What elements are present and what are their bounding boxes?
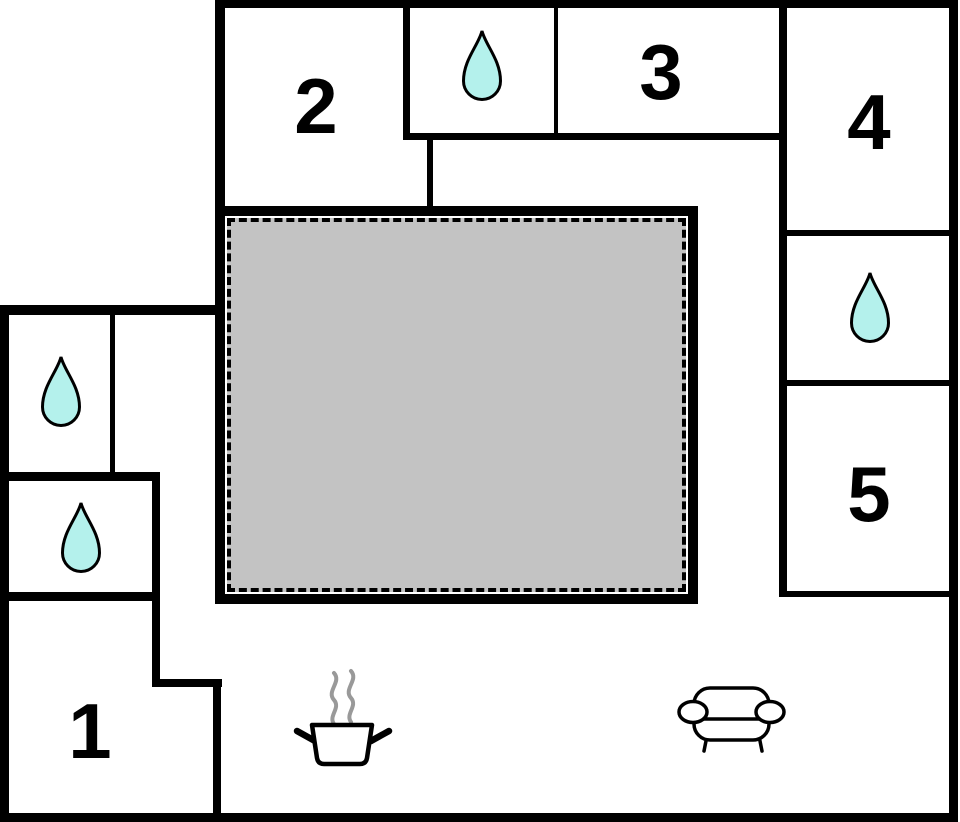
wall-bath-top-left (403, 0, 410, 140)
pot-handle-right (367, 727, 393, 745)
sofa-armrest (754, 699, 786, 725)
water-drop-icon (850, 272, 890, 343)
wall-left-vertical (152, 472, 160, 687)
wall-room5-bottom (787, 591, 949, 597)
wall-left-bath-divider (110, 315, 115, 477)
pot-body (309, 722, 375, 767)
room-label-1: 1 (68, 687, 112, 775)
sofa-icon (677, 686, 786, 753)
wall-left (0, 305, 9, 822)
wall-bottom (0, 813, 958, 822)
wall-right-column-left (779, 0, 787, 597)
wall-room1-step-h (152, 679, 222, 687)
wall-room4-bottom (787, 230, 949, 236)
wall-top (215, 0, 958, 8)
wall-right-bath-bottom (787, 380, 949, 386)
steam-line (346, 669, 356, 724)
terrace (215, 206, 698, 604)
terrace-surface (227, 218, 686, 592)
wall-right (949, 0, 958, 821)
wall-room3-bottom (403, 133, 787, 140)
wall-connector (427, 133, 433, 213)
wall-left-mid (0, 472, 160, 481)
wall-room1-step-v (213, 679, 221, 819)
room-label-5: 5 (847, 450, 891, 538)
room-label-2: 2 (294, 62, 338, 150)
wall-room2-left (215, 0, 225, 216)
water-drop-icon (462, 30, 502, 101)
cooking-pot-icon (293, 669, 393, 767)
water-drop-icon (41, 356, 81, 427)
water-drop-icon (61, 502, 101, 573)
wall-bath-room3-divider (554, 0, 558, 140)
sofa-armrest (677, 699, 709, 725)
steam-line (329, 671, 339, 726)
room-label-3: 3 (639, 28, 683, 116)
wall-left-bath2-bottom (0, 592, 158, 601)
wall-left-wing-top (0, 305, 224, 315)
room-label-4: 4 (847, 78, 891, 166)
